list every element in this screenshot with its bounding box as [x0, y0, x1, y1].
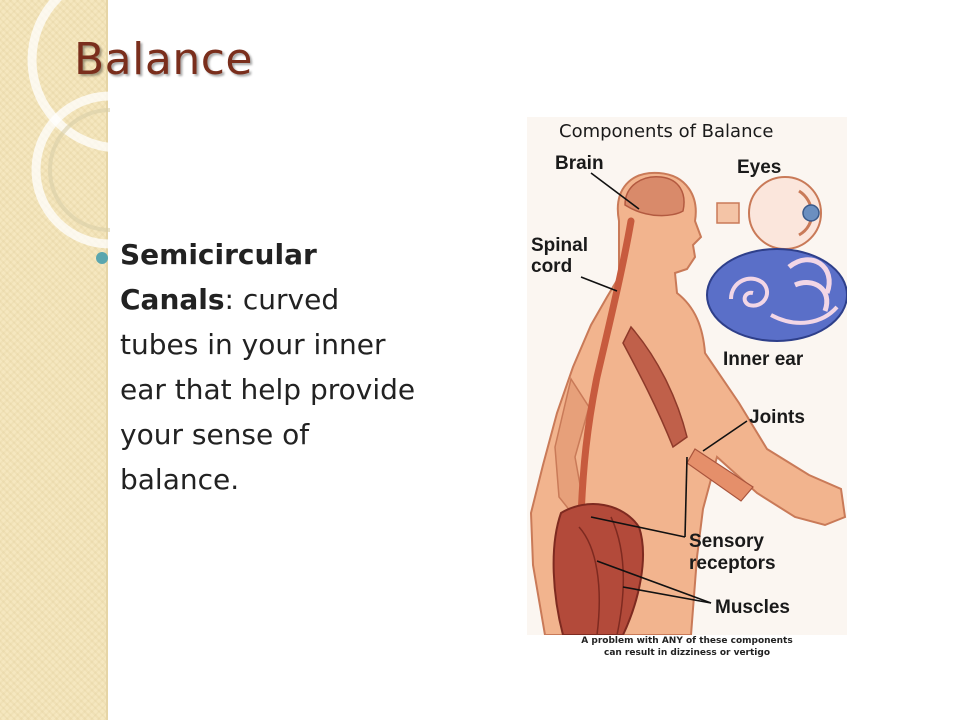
bullet-item: Semicircular Canals: curved tubes in you… [96, 232, 426, 502]
label-sensory-1: Sensory [689, 531, 764, 552]
decorative-left-strip [0, 0, 108, 720]
bullet-list: Semicircular Canals: curved tubes in you… [96, 232, 426, 502]
balance-components-figure: Components of Balance Brain Eyes Spinal … [527, 117, 847, 657]
caption-line-2: can result in dizziness or vertigo [527, 647, 847, 659]
label-inner-ear: Inner ear [723, 349, 803, 370]
label-joints: Joints [749, 407, 805, 428]
label-spinal-cord-2: cord [531, 256, 572, 277]
caption-line-1: A problem with ANY of these components [527, 635, 847, 647]
label-spinal-cord-1: Spinal [531, 235, 588, 256]
slide-title: Balance [74, 34, 253, 85]
inner-ear-illustration [707, 249, 847, 341]
bullet-dot-icon [96, 252, 108, 264]
label-sensory-2: receptors [689, 553, 776, 574]
anatomy-illustration [527, 117, 847, 635]
label-eyes: Eyes [737, 157, 781, 178]
bullet-text: Semicircular Canals: curved tubes in you… [120, 232, 426, 502]
label-muscles: Muscles [715, 597, 790, 618]
label-brain: Brain [555, 153, 604, 174]
figure-caption: A problem with ANY of these components c… [527, 635, 847, 659]
figure-title: Components of Balance [559, 121, 773, 142]
